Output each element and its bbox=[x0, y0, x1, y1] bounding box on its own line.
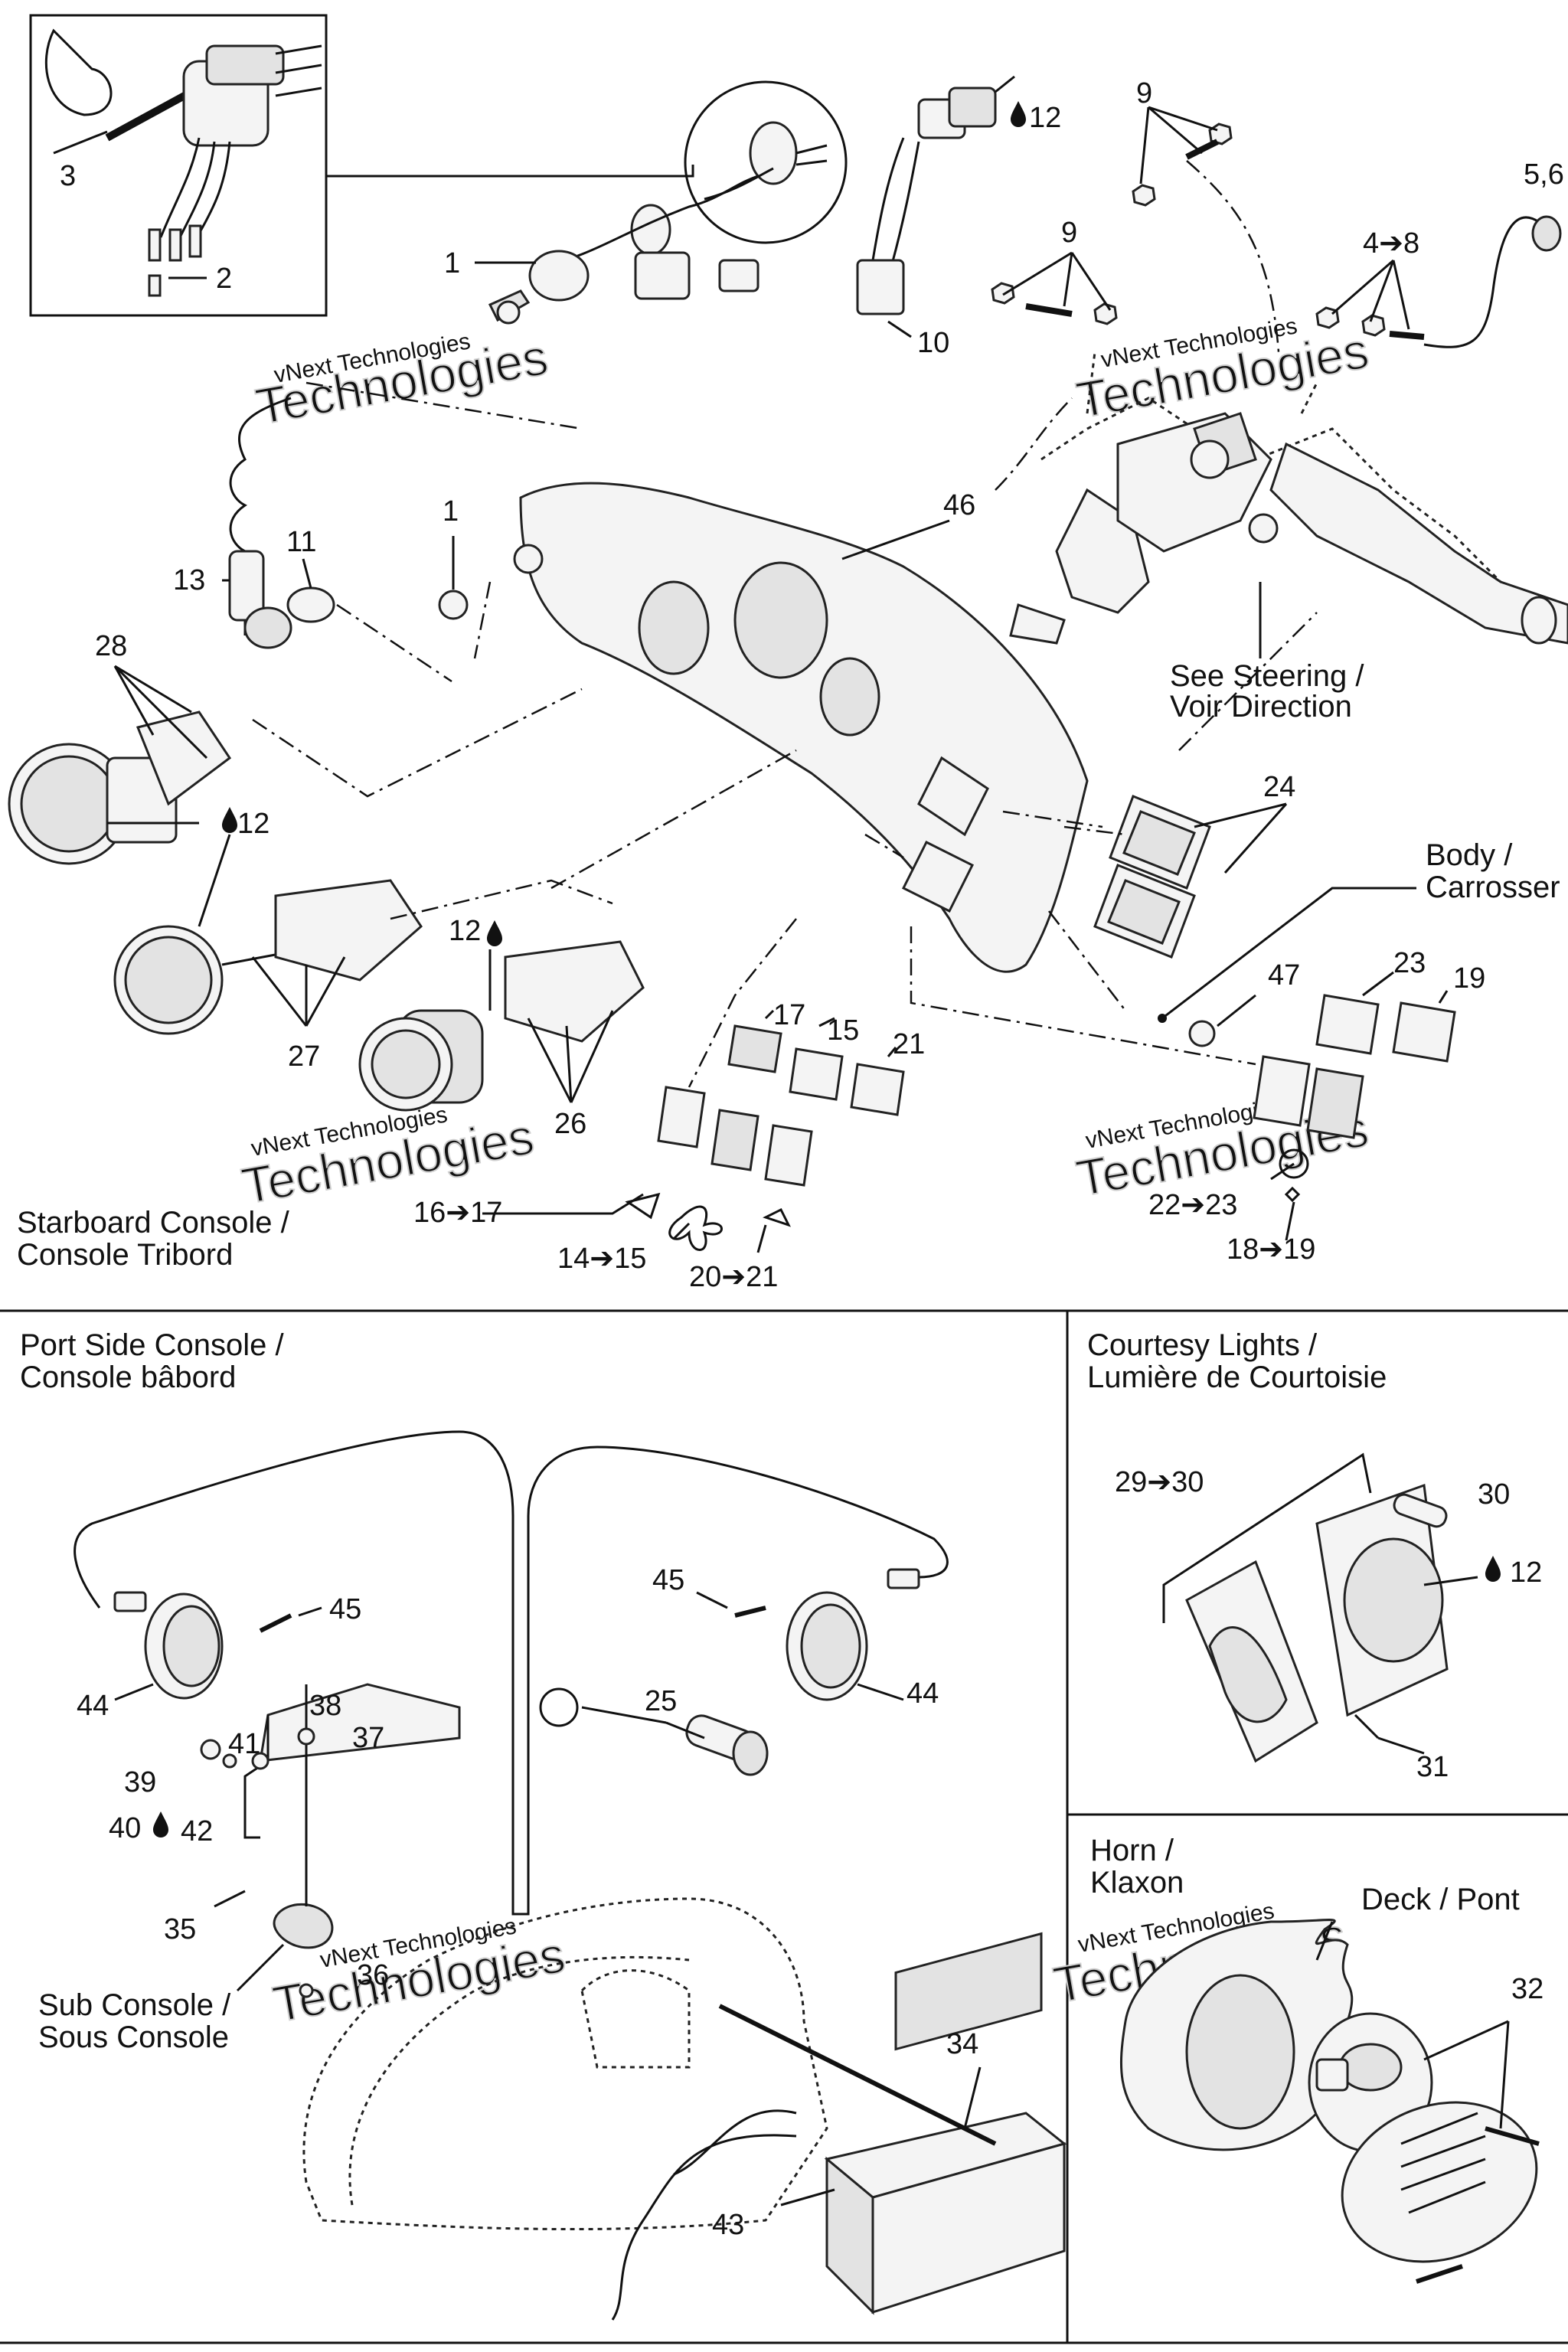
callout-label: 11 bbox=[286, 526, 316, 558]
callout-label: 9 bbox=[1136, 77, 1152, 109]
callout-label: 13 bbox=[173, 564, 205, 596]
callout-label: 21 bbox=[893, 1028, 925, 1060]
callout-label: 38 bbox=[309, 1690, 341, 1722]
callout-label: 26 bbox=[554, 1108, 586, 1140]
callout-label: 19 bbox=[1453, 962, 1485, 995]
body-reference-label: Body / bbox=[1426, 838, 1513, 872]
callout-label: 10 bbox=[917, 327, 949, 359]
callout-label: 22➔23 bbox=[1148, 1189, 1237, 1221]
courtesy-light: 29➔30 30 12 31 bbox=[1115, 1452, 1542, 1783]
callout-label: 18➔19 bbox=[1227, 1233, 1315, 1266]
lanyard-cord: 13 11 bbox=[173, 381, 583, 683]
port-speakers: 45 44 45 44 bbox=[74, 1430, 949, 1916]
switch-10: 10 12 bbox=[856, 75, 1061, 359]
callout-label: 4➔8 bbox=[1363, 227, 1419, 260]
callout-label: 3 bbox=[60, 160, 76, 192]
body-reference-label: Carrosser bbox=[1426, 871, 1560, 904]
callout-label: 46 bbox=[943, 489, 975, 521]
callout-label: 12 bbox=[1029, 102, 1061, 134]
callout-label: 29➔30 bbox=[1115, 1466, 1204, 1498]
steering-hardware: 9 9 4➔8 5,6 bbox=[991, 77, 1564, 353]
callout-label: 2 bbox=[216, 263, 232, 295]
callout-label: 23 bbox=[1393, 947, 1426, 979]
switch-panels: 24 47 Body / Carrosser bbox=[1048, 771, 1560, 1047]
callout-label: 34 bbox=[946, 2028, 978, 2060]
callout-label: 17 bbox=[773, 999, 805, 1031]
power-outlet: 25 bbox=[539, 1685, 769, 1776]
sub-console: 38 41 37 39 40 42 35 36 Sub Console / So… bbox=[38, 1683, 828, 2231]
callout-label: 42 bbox=[181, 1815, 213, 1847]
callout-label: 36 bbox=[357, 1959, 389, 1991]
dash-panel: 46 1 bbox=[438, 482, 1103, 973]
callout-label: 25 bbox=[645, 1685, 677, 1717]
callout-label: 12 bbox=[1510, 1557, 1542, 1589]
steering-reference-label: Voir Direction bbox=[1170, 690, 1352, 724]
horn-assembly: 32 bbox=[1119, 1919, 1544, 2284]
callout-label: 44 bbox=[906, 1677, 939, 1710]
callout-label: 27 bbox=[288, 1040, 320, 1073]
section-title-horn: Klaxon bbox=[1090, 1866, 1184, 1900]
deck-reference-label: Deck / Pont bbox=[1361, 1883, 1520, 1916]
section-title-horn: Horn / bbox=[1090, 1834, 1174, 1867]
stereo-radio-34: 34 43 bbox=[611, 1932, 1067, 2321]
callout-label: 43 bbox=[712, 2209, 744, 2241]
section-title-courtesy: Lumière de Courtoisie bbox=[1087, 1361, 1387, 1394]
callout-label: 31 bbox=[1416, 1751, 1449, 1783]
panel-frames bbox=[0, 14, 1568, 2344]
section-title-starboard: Console Tribord bbox=[17, 1238, 233, 1272]
callout-label: 35 bbox=[164, 1913, 196, 1945]
callout-label: 15 bbox=[827, 1014, 859, 1047]
callout-label: 1 bbox=[443, 495, 459, 528]
steering-assembly: See Steering / Voir Direction bbox=[995, 351, 1568, 751]
key-switch-harness: 1 bbox=[444, 80, 848, 325]
callout-label: 30 bbox=[1478, 1478, 1510, 1511]
section-title-courtesy: Courtesy Lights / bbox=[1087, 1328, 1318, 1362]
starboard-rocker-switches-right: 23 19 22➔23 18➔19 bbox=[1148, 947, 1485, 1266]
callout-label: 28 bbox=[95, 630, 127, 662]
callout-label: 32 bbox=[1511, 1973, 1544, 2005]
callout-label: 44 bbox=[77, 1690, 109, 1722]
steering-reference-label: See Steering / bbox=[1170, 659, 1364, 693]
callout-label: 39 bbox=[124, 1766, 156, 1798]
callout-label: 12 bbox=[449, 915, 481, 947]
section-title-sub-console: Sub Console / bbox=[38, 1988, 231, 2022]
callout-label: 1 bbox=[444, 247, 460, 279]
callout-label: 12 bbox=[237, 808, 270, 840]
callout-label: 24 bbox=[1263, 771, 1295, 803]
callout-label: 9 bbox=[1061, 217, 1077, 249]
ignition-detail-frame bbox=[29, 14, 328, 317]
callout-label: 16➔17 bbox=[413, 1197, 502, 1229]
callout-label: 40 bbox=[109, 1812, 141, 1844]
callout-label: 37 bbox=[352, 1722, 384, 1754]
callout-label: 14➔15 bbox=[557, 1243, 646, 1275]
callout-label: 5,6 bbox=[1524, 158, 1564, 191]
gauge-28: 28 bbox=[8, 630, 583, 865]
section-title-sub-console: Sous Console bbox=[38, 2020, 229, 2054]
gauge-26: 26 12 bbox=[358, 749, 797, 1140]
callout-label: 41 bbox=[228, 1728, 260, 1760]
callout-label: 45 bbox=[329, 1593, 361, 1625]
starboard-rocker-switches: 17 15 21 16➔17 14➔15 20➔21 bbox=[413, 918, 1256, 1293]
callout-label: 45 bbox=[652, 1564, 684, 1596]
ignition-switch-detail: 3 2 bbox=[44, 28, 322, 297]
gauge-27: 27 bbox=[113, 879, 613, 1073]
callout-label: 47 bbox=[1268, 959, 1300, 991]
section-title-starboard: Starboard Console / bbox=[17, 1206, 290, 1240]
callout-label: 20➔21 bbox=[689, 1261, 778, 1293]
section-title-port: Console bâbord bbox=[20, 1361, 236, 1394]
section-title-port: Port Side Console / bbox=[20, 1328, 285, 1362]
